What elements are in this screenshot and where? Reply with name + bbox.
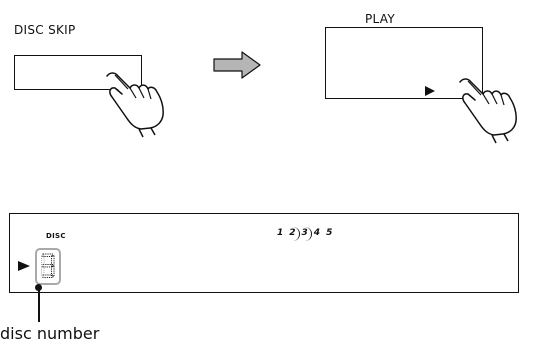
- disc-tray-numbers: 1 2 3 4 5: [277, 224, 332, 242]
- play-indicator-icon: [18, 261, 30, 271]
- play-label: PLAY: [365, 12, 396, 26]
- display-panel: DISC 1 2 3 4 5: [9, 213, 519, 293]
- disc-slot-2: 2: [289, 227, 300, 241]
- disc-skip-label: DISC SKIP: [14, 23, 76, 37]
- pointing-hand-icon: [459, 78, 517, 144]
- disc-skip-button[interactable]: [14, 55, 142, 90]
- current-disc-digit: [41, 253, 55, 278]
- disc-slot-1: 1: [277, 228, 284, 238]
- disc-label: DISC: [46, 232, 66, 240]
- callout-line: [38, 287, 40, 322]
- play-icon: [425, 86, 435, 96]
- disc-slot-4: 4: [313, 228, 321, 238]
- disc-number-display: [35, 248, 61, 285]
- disc-slot-5: 5: [326, 228, 333, 238]
- disc-slot-3: 3: [301, 227, 313, 241]
- right-arrow-icon: [213, 51, 261, 79]
- disc-number-caption: disc number: [0, 324, 100, 343]
- play-button[interactable]: [325, 27, 483, 99]
- pointing-hand-icon: [106, 72, 164, 138]
